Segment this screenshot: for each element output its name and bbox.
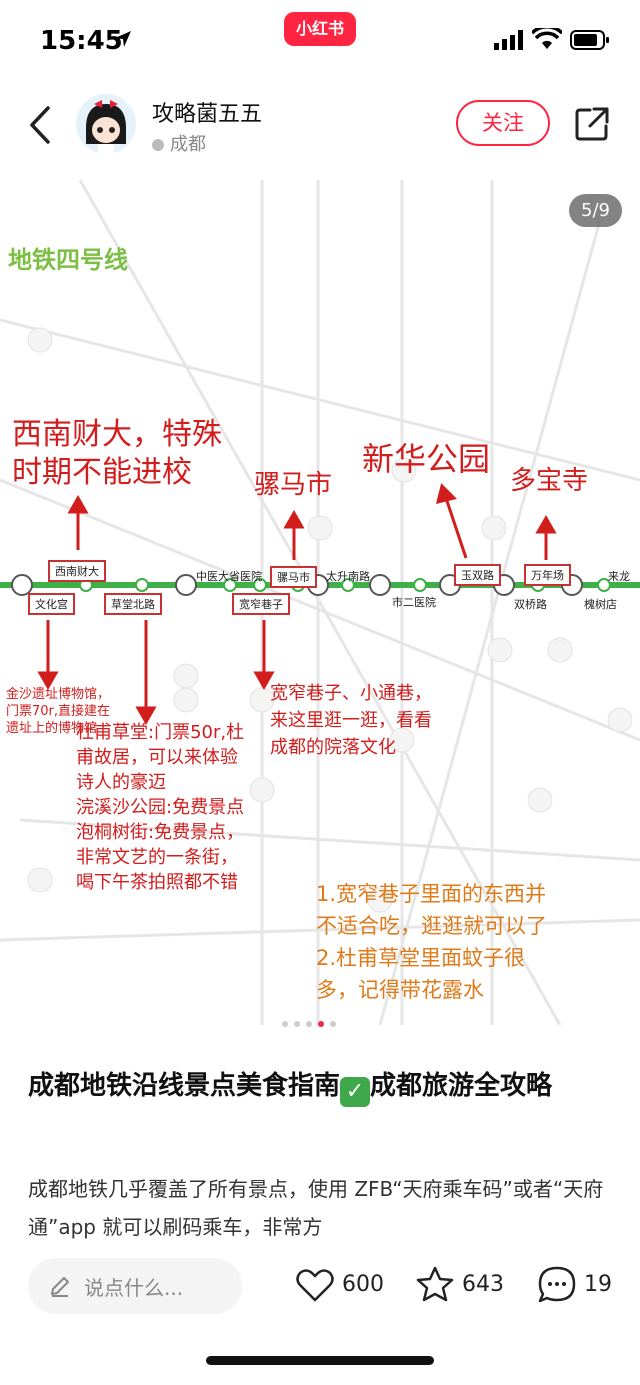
like-button[interactable]: 600 bbox=[294, 1264, 394, 1308]
post-image[interactable]: 地铁四号线 西南财大，特殊 时期不能进校 骡马市 新华公园 多宝寺 西南财大 文… bbox=[0, 180, 640, 1025]
star-icon bbox=[416, 1266, 454, 1302]
station-huaishudian: 槐树店 bbox=[584, 598, 617, 611]
line-title: 地铁四号线 bbox=[8, 246, 128, 274]
post-title-text: 成都地铁沿线景点美食指南 bbox=[28, 1071, 341, 1101]
comment-placeholder: 说点什么... bbox=[84, 1276, 184, 1300]
annotation-swufe: 西南财大，特殊 时期不能进校 bbox=[12, 417, 222, 490]
post-title: 成都地铁沿线景点美食指南✓成都旅游全攻略 bbox=[28, 1066, 618, 1107]
pencil-icon bbox=[51, 1277, 69, 1297]
check-icon: ✓ bbox=[340, 1077, 371, 1107]
annotation-xinhua: 新华公园 bbox=[362, 440, 491, 478]
battery-icon bbox=[570, 30, 609, 50]
status-time: 15:45 bbox=[40, 26, 123, 56]
author-name[interactable]: 攻略菌五五 bbox=[152, 102, 263, 127]
annotation-dufu: 杜甫草堂:门票50r,杜 甫故居，可以来体验 诗人的豪迈 浣溪沙公园:免费景点 … bbox=[76, 722, 245, 893]
bottom-action-bar: 说点什么... 600 643 19 bbox=[0, 1242, 640, 1385]
heart-icon bbox=[296, 1269, 334, 1302]
station-luomashi: 骡马市 bbox=[270, 566, 317, 588]
carousel-dot-active bbox=[318, 1021, 324, 1027]
collect-button[interactable]: 643 bbox=[414, 1264, 514, 1308]
station-shier-yiyuan: 市二医院 bbox=[392, 596, 436, 609]
annotation-kuanzhai: 宽窄巷子、小通巷， 来这里逛一逛，看看 成都的院落文化 bbox=[270, 683, 432, 758]
like-count: 600 bbox=[342, 1272, 384, 1297]
station-kuanzhai: 宽窄巷子 bbox=[232, 593, 290, 615]
image-counter: 5/9 bbox=[569, 194, 622, 227]
station-wenhuagong: 文化宫 bbox=[28, 593, 75, 615]
wifi-icon bbox=[532, 28, 562, 49]
post-location: 成都 bbox=[152, 130, 206, 156]
comment-input[interactable]: 说点什么... bbox=[28, 1258, 242, 1314]
post-header: 攻略菌五五 成都 关注 bbox=[0, 80, 640, 180]
location-pin-icon bbox=[152, 139, 164, 151]
comment-button[interactable]: 19 bbox=[536, 1264, 626, 1308]
cell-signal-icon bbox=[494, 30, 523, 50]
annotation-jinsha: 金沙遗址博物馆， 门票70r,直接建在 遗址上的博物馆 bbox=[6, 687, 111, 736]
back-arrow-icon[interactable] bbox=[22, 102, 58, 148]
home-indicator[interactable] bbox=[206, 1356, 434, 1365]
follow-button[interactable]: 关注 bbox=[456, 100, 550, 146]
collect-count: 643 bbox=[462, 1272, 504, 1297]
comment-bubble-icon bbox=[538, 1266, 576, 1303]
app-brand-logo: 小红书 bbox=[284, 12, 356, 46]
annotation-luomashi: 骡马市 bbox=[254, 470, 333, 500]
carousel-dot bbox=[306, 1021, 312, 1027]
carousel-dot bbox=[330, 1021, 336, 1027]
location-arrow-icon bbox=[115, 31, 131, 47]
share-icon[interactable] bbox=[574, 106, 610, 142]
station-caotang-beilu: 草堂北路 bbox=[104, 593, 162, 615]
station-wannianchang: 万年场 bbox=[524, 564, 571, 586]
station-shuangqiao: 双桥路 bbox=[514, 598, 547, 611]
annotation-duobao: 多宝寺 bbox=[510, 466, 589, 496]
post-title-suffix: 成都旅游全攻略 bbox=[370, 1071, 553, 1101]
comment-count: 19 bbox=[584, 1272, 612, 1297]
station-zhongyi: 中医大省医院 bbox=[196, 570, 262, 583]
location-text: 成都 bbox=[170, 134, 206, 155]
station-taisheng: 太升南路 bbox=[326, 570, 370, 583]
post-body: 成都地铁几乎覆盖了所有景点，使用 ZFB“天府乘车码”或者“天府通”app 就可… bbox=[28, 1177, 604, 1239]
station-yushuang: 玉双路 bbox=[454, 564, 501, 586]
carousel-dot bbox=[282, 1021, 288, 1027]
annotation-tips: 1.宽窄巷子里面的东西并 不适合吃，逛逛就可以了 2.杜甫草堂里面蚊子很 多，记… bbox=[316, 882, 547, 1002]
station-xinan-caida: 西南财大 bbox=[48, 560, 106, 582]
station-lailong: 来龙 bbox=[608, 570, 630, 583]
carousel-dots bbox=[282, 1012, 362, 1027]
status-bar: 15:45 小红书 bbox=[0, 0, 640, 80]
carousel-dot bbox=[294, 1021, 300, 1027]
author-avatar[interactable] bbox=[76, 94, 136, 154]
